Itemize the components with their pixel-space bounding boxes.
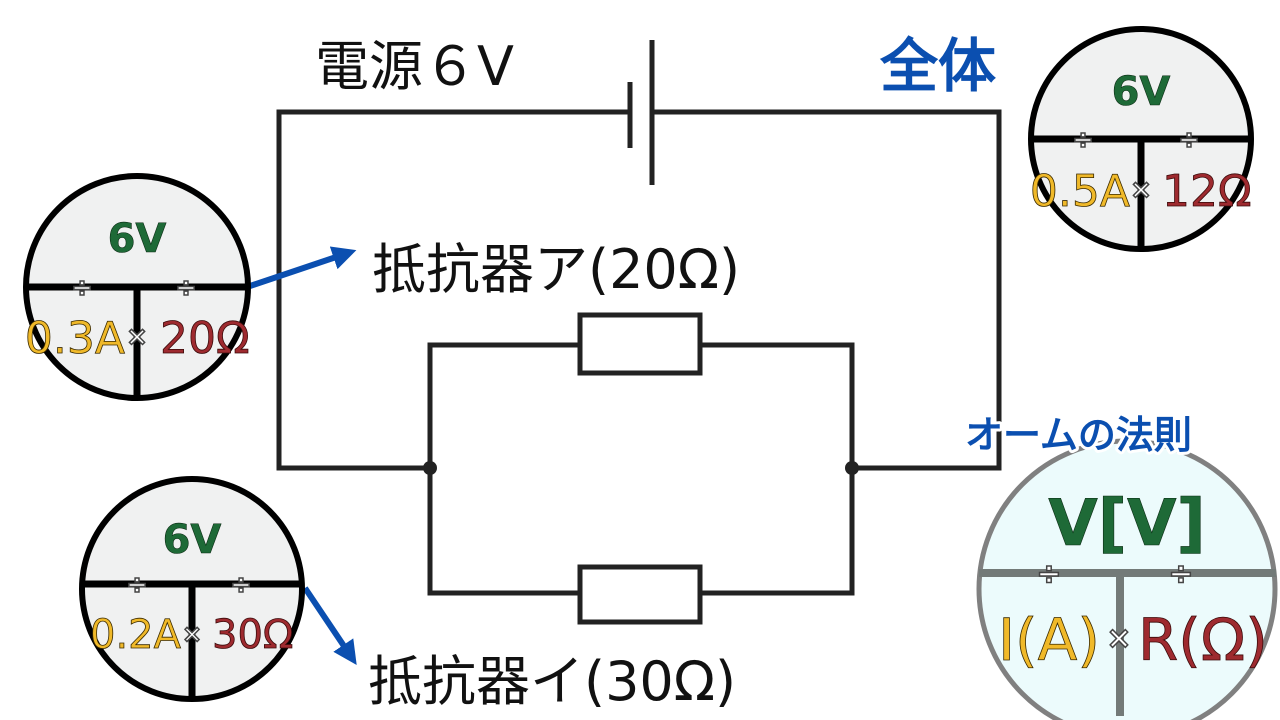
- junction-right: [845, 461, 859, 475]
- ohms-law-circle: V[V] ÷ ÷ I(A) × R(Ω): [976, 438, 1278, 720]
- resistor-a-label: 抵抗器ア(20Ω): [372, 238, 740, 301]
- divide-icon: ÷: [1168, 557, 1193, 592]
- current-value: 0.3A: [25, 313, 125, 364]
- battery-symbol: [627, 40, 655, 185]
- junction-left: [423, 461, 437, 475]
- divide-icon: ÷: [230, 570, 252, 600]
- current-value: 0.5A: [1030, 166, 1130, 217]
- divide-icon: ÷: [1036, 557, 1061, 592]
- whole-label: 全体: [879, 32, 996, 100]
- divide-icon: ÷: [1072, 125, 1094, 155]
- resistance-formula: R(Ω): [1138, 606, 1268, 674]
- power-source-label: 電源６V: [315, 35, 514, 98]
- multiply-icon: ×: [126, 322, 148, 352]
- multiply-icon: ×: [182, 620, 202, 648]
- resistor-i-symbol: [577, 564, 703, 625]
- ohm-circle-resistor-i: 6V ÷ ÷ 0.2A × 30Ω: [79, 476, 305, 702]
- ohms-law-title: オームの法則: [965, 413, 1192, 457]
- voltage-value: 6V: [1112, 69, 1171, 115]
- current-value: 0.2A: [90, 612, 182, 658]
- voltage-formula: V[V]: [1048, 487, 1206, 561]
- multiply-icon: ×: [1130, 175, 1152, 205]
- divide-icon: ÷: [71, 273, 93, 303]
- arrow-to-resistor-a: [249, 246, 357, 289]
- multiply-icon: ×: [1106, 621, 1131, 656]
- voltage-value: 6V: [108, 216, 167, 262]
- ohm-circle-whole: 6V ÷ ÷ 0.5A × 12Ω: [1028, 26, 1254, 252]
- current-formula: I(A): [998, 606, 1100, 674]
- resistor-a-symbol: [577, 312, 703, 376]
- resistor-i-label: 抵抗器イ(30Ω): [368, 650, 736, 713]
- voltage-value: 6V: [163, 517, 222, 563]
- arrow-to-resistor-i: [302, 586, 357, 665]
- ohm-circle-resistor-a: 6V ÷ ÷ 0.3A × 20Ω: [23, 173, 251, 401]
- resistance-value: 20Ω: [160, 313, 250, 364]
- resistance-value: 30Ω: [212, 612, 293, 658]
- divide-icon: ÷: [175, 273, 197, 303]
- divide-icon: ÷: [126, 570, 148, 600]
- divide-icon: ÷: [1178, 125, 1200, 155]
- resistance-value: 12Ω: [1162, 166, 1252, 217]
